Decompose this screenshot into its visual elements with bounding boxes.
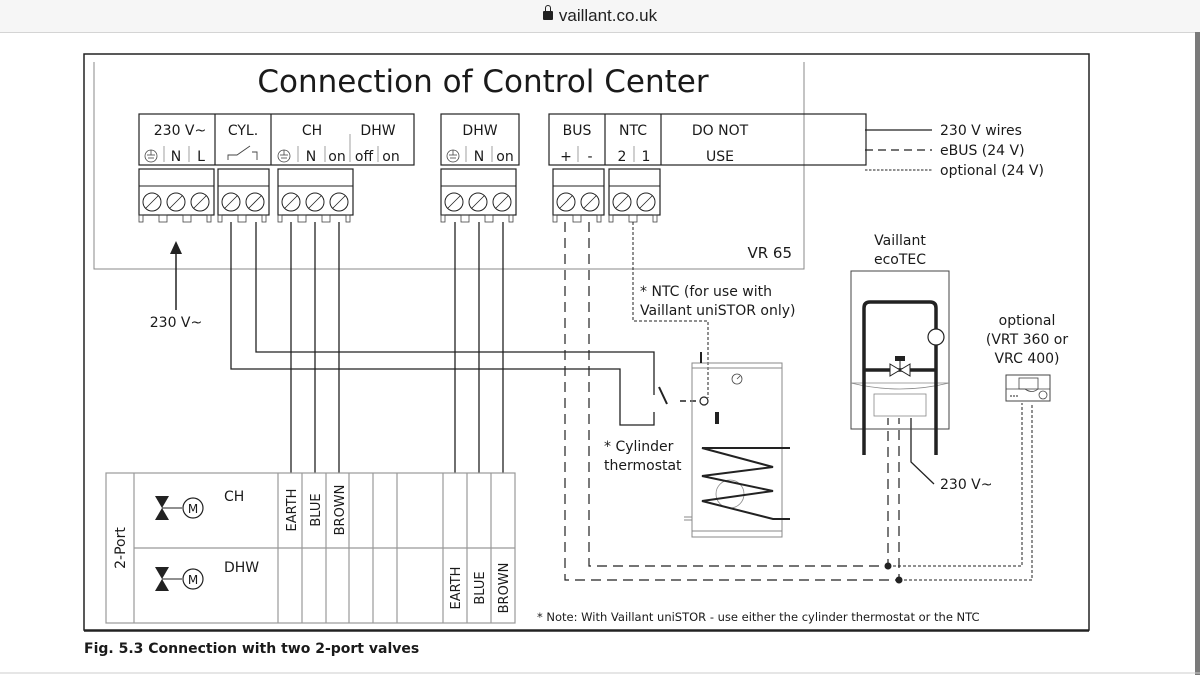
wire-label: EARTH [449,567,464,610]
header-bus: BUS [563,123,592,139]
screw-icon [166,192,186,212]
header-cyl: CYL. [228,123,258,139]
terminal-header-table [138,113,867,166]
arrow-head-icon [170,241,182,254]
legend-label: eBUS (24 V) [940,143,1025,159]
wire-label: BLUE [309,493,324,526]
screw-icon [612,192,632,212]
screw-icon [580,192,600,212]
pin-power-l: L [197,149,205,165]
valve-table [105,472,516,624]
terminal-block [440,168,517,223]
ntc-note-line1: * NTC (for use with [640,284,772,300]
cylinder-stat-line1: * Cylinder [604,439,674,455]
header-donotuse: DO NOT [692,123,749,139]
pin-ch-on: on [328,149,345,165]
motor-label: M [188,502,198,516]
ebus-wires [564,222,900,581]
ntc-note-line2: Vaillant uniSTOR only) [640,303,795,319]
screw-icon [556,192,576,212]
terminal-block [277,168,354,223]
boiler-label-line1: Vaillant [874,233,926,249]
valve-row-ch-label: CH [224,489,244,505]
boiler-power-label: 230 V~ [940,477,992,493]
optional-label-line3: VRC 400) [994,351,1059,367]
terminal-block [608,168,661,223]
header-donotuse-2: USE [706,149,734,165]
valve-group-label: 2-Port [113,527,129,569]
pin-ntc-2: 2 [618,149,627,165]
wire-label: BROWN [497,563,512,614]
optional-label-line1: optional [999,313,1056,329]
room-controller-icon [1005,374,1051,402]
screw-icon [468,192,488,212]
header-ch: CH [302,123,322,139]
screw-icon [245,192,265,212]
motorised-valve-icon: M [155,496,204,520]
header-dhw: DHW [462,123,497,139]
screw-icon [305,192,325,212]
pin-ch-n: N [306,149,316,165]
optional-wires [632,222,1033,581]
url-text: vaillant.co.uk [558,6,658,25]
screw-icon [444,192,464,212]
motorised-valve-icon: M [155,567,204,591]
diagram-frame [83,53,1090,631]
pin-bus-plus: + [560,149,572,165]
browser-address-bar: vaillant.co.uk [0,0,1200,33]
pin-power-n: N [171,149,181,165]
figure-caption: Fig. 5.3 Connection with two 2-port valv… [84,641,419,657]
screw-icon [142,192,162,212]
pin-dhw2-on: on [496,149,513,165]
screw-icon [636,192,656,212]
legend-label: optional (24 V) [940,163,1044,179]
pin-dhw-on: on [382,149,399,165]
url-display[interactable]: vaillant.co.uk [0,5,1200,26]
screw-icon [281,192,301,212]
switch-contact-icon [252,151,258,160]
header-power: 230 V~ [154,123,206,139]
screw-icon [221,192,241,212]
header-ntc: NTC [619,123,647,139]
header-ch-dhw: DHW [360,123,395,139]
motor-label: M [188,573,198,587]
cylinder-stat-line2: thermostat [604,458,682,474]
mains-wires [230,222,935,485]
terminal-block [217,168,270,223]
screw-icon [492,192,512,212]
screw-icon [190,192,210,212]
legend-label: 230 V wires [940,123,1022,139]
wire-label: BLUE [473,571,488,604]
pin-dhw-off: off [355,149,374,165]
terminal-block [138,168,215,223]
footnote: * Note: With Vaillant uniSTOR - use eith… [537,610,980,624]
lock-icon [542,5,553,21]
pin-dhw2-n: N [474,149,484,165]
unit-label: VR 65 [747,244,792,262]
cylinder-thermostat-icon [658,386,668,405]
boiler-label-line2: ecoTEC [874,252,926,268]
terminal-blocks [138,168,661,223]
wire-label: EARTH [285,489,300,532]
pin-ntc-1: 1 [642,149,651,165]
terminal-block [552,168,605,223]
thermostat-sensor-icon [699,396,709,406]
legend: 230 V wires eBUS (24 V) optional (24 V) [865,123,1044,179]
ecotec-boiler-icon [850,270,950,455]
wire-label: BROWN [333,485,348,536]
screw-icon [329,192,349,212]
hot-water-cylinder-icon [684,352,790,538]
switch-icon [227,145,251,160]
valve-row-dhw-label: DHW [224,560,259,576]
diagram-title: Connection of Control Center [257,64,708,100]
power-in-label: 230 V~ [150,315,202,331]
optional-label-line2: (VRT 360 or [986,332,1068,348]
pin-bus-minus: - [587,149,592,165]
earth-icon [144,149,460,163]
scrollbar[interactable] [1195,32,1200,675]
